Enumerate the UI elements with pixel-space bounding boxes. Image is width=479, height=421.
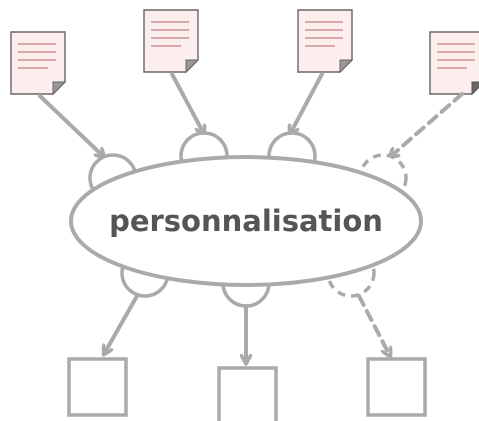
output-arrow-3 <box>357 294 390 356</box>
input-arrow-4 <box>390 92 464 157</box>
doc-input-2 <box>143 9 200 74</box>
input-arrow-2 <box>170 72 204 134</box>
output-box-1 <box>67 357 128 417</box>
doc-input-1 <box>10 31 67 96</box>
output-box-2 <box>217 366 278 421</box>
doc-input-4 <box>429 31 479 96</box>
output-arrow-1 <box>104 294 139 354</box>
central-label: personnalisation <box>109 204 383 238</box>
doc-input-3 <box>297 9 354 74</box>
input-arrow-1 <box>38 94 104 157</box>
input-arrow-3 <box>290 72 324 134</box>
personalisation-node <box>69 155 423 287</box>
output-box-3 <box>366 357 427 417</box>
